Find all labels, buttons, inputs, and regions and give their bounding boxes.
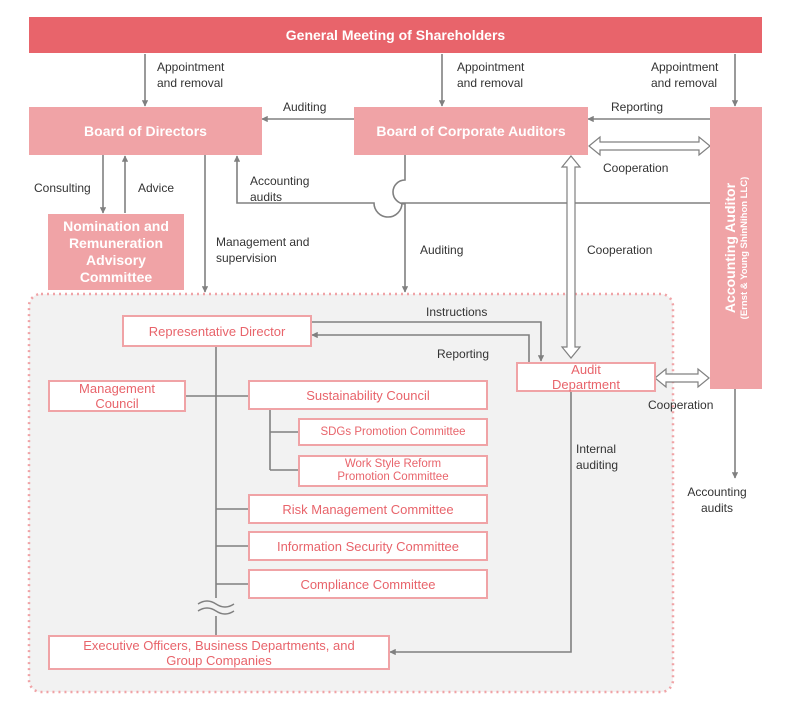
execution-panel: [27, 292, 675, 694]
accounting-auditor-label: Accounting Auditor (Ernst & Young ShinNi…: [716, 108, 756, 388]
label-accounting-audits-left-line1: Accounting: [250, 174, 310, 188]
board-of-directors: Board of Directors: [29, 107, 262, 155]
audit-department-line2: Department: [552, 377, 620, 392]
label-management-supervision-line2: supervision: [216, 251, 277, 265]
arrow-reporting-mid: [311, 331, 530, 362]
label-reporting-top: Reporting: [611, 100, 664, 114]
label-auditing-top: Auditing: [283, 100, 327, 114]
label-appointment-bod: Appointment and removal: [157, 59, 224, 91]
label-internal-auditing-line1: Internal: [576, 442, 617, 456]
accounting-auditor-title: Accounting Auditor: [721, 182, 738, 314]
audit-department: Audit Department: [516, 362, 656, 392]
nomination-remuneration-committee: Nomination and Remuneration Advisory Com…: [48, 214, 184, 290]
audit-department-line1: Audit: [571, 362, 601, 377]
general-meeting-shareholders: General Meeting of Shareholders: [29, 17, 762, 53]
label-appointment-aa: Appointment and removal: [651, 59, 718, 91]
label-instructions: Instructions: [426, 305, 488, 319]
arrow-instructions: [311, 321, 545, 362]
label-appointment-bca-line2: and removal: [457, 76, 524, 90]
label-management-supervision: Management and supervision: [216, 234, 309, 266]
label-accounting-audits-right-line1: Accounting: [687, 485, 747, 499]
board-of-corporate-auditors: Board of Corporate Auditors: [354, 107, 588, 155]
management-council-line2: Council: [95, 396, 139, 411]
label-accounting-audits-right: Accounting audits: [685, 484, 749, 516]
label-appointment-bca-line1: Appointment: [457, 60, 525, 74]
label-internal-auditing: Internal auditing: [576, 441, 618, 473]
label-cooperation-mid: Cooperation: [587, 243, 653, 257]
risk-management-committee: Risk Management Committee: [248, 494, 488, 524]
label-accounting-audits-left: Accounting audits: [250, 173, 309, 205]
label-management-supervision-line1: Management and: [216, 235, 310, 249]
label-cooperation-top: Cooperation: [603, 161, 669, 175]
arrow-cooperation-mid: [560, 155, 582, 359]
arrow-auditing-mid: [392, 155, 409, 293]
label-appointment-aa-line2: and removal: [651, 76, 718, 90]
management-council-line1: Management: [79, 381, 155, 396]
executive-officers-departments: Executive Officers, Business Departments…: [48, 635, 390, 670]
label-accounting-audits-left-line2: audits: [250, 190, 283, 204]
arrow-accounting-audits-left: [233, 155, 710, 218]
sustainability-council: Sustainability Council: [248, 380, 488, 410]
arrow-cooperation-top: [588, 135, 711, 157]
work-style-line1: Work Style Reform: [344, 458, 442, 470]
label-cooperation-bottom: Cooperation: [648, 398, 714, 412]
accounting-auditor: [710, 107, 762, 389]
label-reporting-mid: Reporting: [437, 347, 490, 361]
label-appointment-bod-line2: and removal: [157, 76, 224, 90]
sdgs-promotion-committee: SDGs Promotion Committee: [298, 418, 488, 446]
representative-director: Representative Director: [122, 315, 312, 347]
label-auditing-mid: Auditing: [420, 243, 464, 257]
tree-break-symbol: [196, 598, 240, 616]
label-advice: Advice: [138, 181, 175, 195]
arrow-cooperation-bottom: [654, 367, 710, 389]
accounting-auditor-firm: (Ernst & Young ShinNihon LLC): [738, 176, 750, 320]
information-security-committee: Information Security Committee: [248, 531, 488, 561]
label-accounting-audits-right-line2: audits: [700, 501, 734, 515]
label-consulting: Consulting: [34, 181, 91, 195]
work-style-reform-committee: Work Style Reform Promotion Committee: [298, 455, 488, 487]
label-appointment-bod-line1: Appointment: [157, 60, 225, 74]
arrow-internal-auditing: [389, 392, 572, 656]
executive-line2: Group Companies: [166, 652, 272, 668]
work-style-line2: Promotion Committee: [337, 471, 449, 483]
label-appointment-aa-line1: Appointment: [651, 60, 719, 74]
compliance-committee: Compliance Committee: [248, 569, 488, 599]
executive-line1: Executive Officers, Business Departments…: [83, 637, 355, 653]
management-council: Management Council: [48, 380, 186, 412]
label-appointment-bca: Appointment and removal: [457, 59, 524, 91]
label-internal-auditing-line2: auditing: [576, 458, 619, 472]
